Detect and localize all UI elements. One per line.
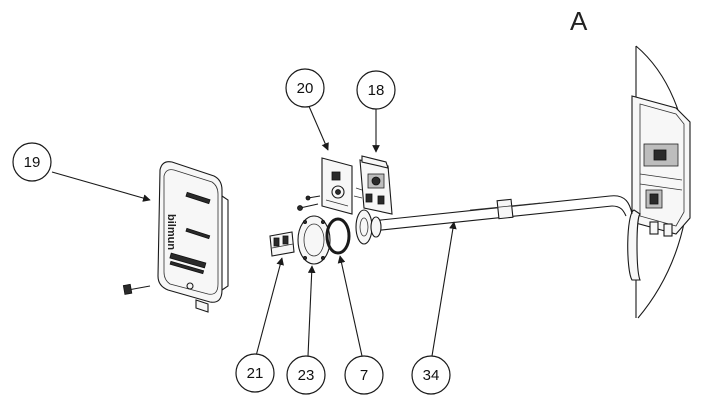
leader-lines [51,103,457,357]
callout-21: 21 [235,353,275,393]
callout-20: 20 [285,68,325,108]
callout-34-label: 34 [423,367,440,384]
callout-21-label: 21 [247,365,264,382]
callout-34: 34 [411,355,451,395]
part-21-terminal-block [269,231,295,257]
heating-rod [355,195,633,245]
part-18-thermostat [353,155,393,215]
callout-20-label: 20 [297,80,314,97]
callout-23: 23 [286,355,326,395]
callout-18: 18 [356,70,396,110]
callout-7: 7 [344,355,384,395]
callout-7-label: 7 [360,367,368,384]
part-23-retaining-ring [297,215,331,265]
part-19-front-cover: bilmun [122,161,229,313]
callout-18-label: 18 [368,82,385,99]
part-20-mounting-plate [297,157,353,215]
panel-label: A [570,6,588,36]
callout-19-label: 19 [24,154,41,171]
appliance-housing [627,45,691,319]
part-7-gasket [325,217,351,255]
cover-brand-text: bilmun [165,214,177,250]
callout-19: 19 [12,142,52,182]
callout-23-label: 23 [298,367,315,384]
